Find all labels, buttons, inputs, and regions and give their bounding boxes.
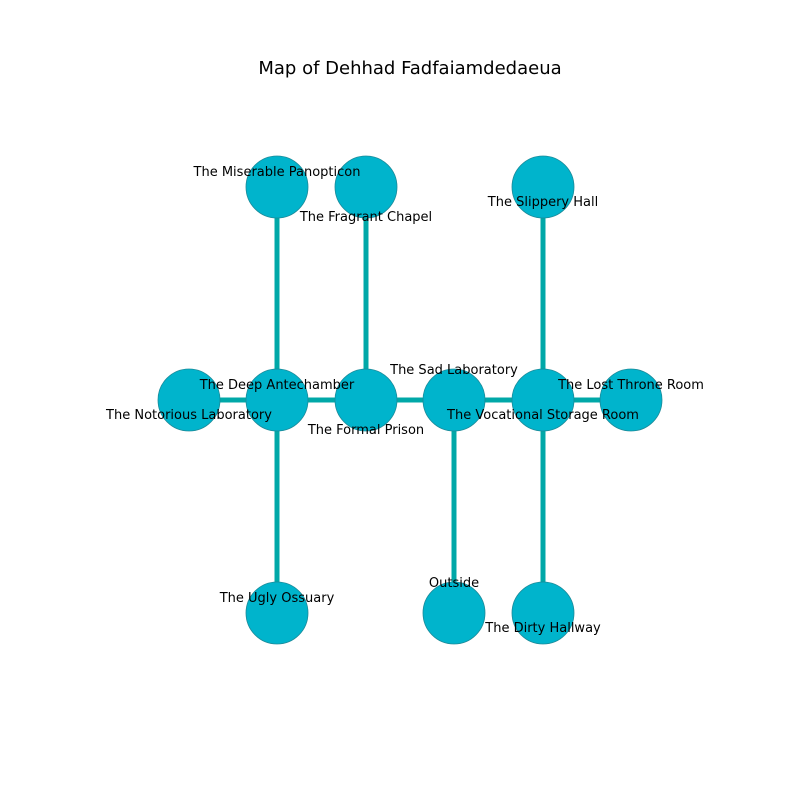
room-label-lost-throne-room: The Lost Throne Room bbox=[557, 378, 704, 393]
room-label-dirty-hallway: The Dirty Hallway bbox=[484, 621, 601, 636]
room-node-formal-prison[interactable] bbox=[334, 368, 398, 432]
room-label-outside: Outside bbox=[429, 576, 479, 591]
room-node-ugly-ossuary[interactable] bbox=[245, 581, 309, 645]
room-nodes bbox=[157, 155, 663, 645]
room-label-deep-antechamber: The Deep Antechamber bbox=[199, 378, 355, 393]
room-node-deep-antechamber[interactable] bbox=[245, 368, 309, 432]
room-label-fragrant-chapel: The Fragrant Chapel bbox=[299, 210, 432, 225]
room-node-lost-throne-room[interactable] bbox=[599, 368, 663, 432]
room-label-ugly-ossuary: The Ugly Ossuary bbox=[219, 591, 335, 606]
room-node-vocational-storage-room[interactable] bbox=[511, 368, 575, 432]
room-node-sad-laboratory[interactable] bbox=[422, 368, 486, 432]
room-label-slippery-hall: The Slippery Hall bbox=[487, 195, 598, 210]
room-node-fragrant-chapel[interactable] bbox=[334, 155, 398, 219]
room-label-sad-laboratory: The Sad Laboratory bbox=[389, 363, 518, 378]
room-node-miserable-panopticon[interactable] bbox=[245, 155, 309, 219]
room-label-formal-prison: The Formal Prison bbox=[307, 423, 424, 438]
map-title: Map of Dehhad Fadfaiamdedaeua bbox=[258, 58, 561, 79]
room-label-miserable-panopticon: The Miserable Panopticon bbox=[193, 165, 361, 180]
room-node-slippery-hall[interactable] bbox=[511, 155, 575, 219]
room-label-vocational-storage-room: The Vocational Storage Room bbox=[446, 408, 639, 423]
room-node-dirty-hallway[interactable] bbox=[511, 581, 575, 645]
room-node-notorious-laboratory[interactable] bbox=[157, 368, 221, 432]
room-label-notorious-laboratory: The Notorious Laboratory bbox=[105, 408, 272, 423]
room-node-outside[interactable] bbox=[422, 581, 486, 645]
